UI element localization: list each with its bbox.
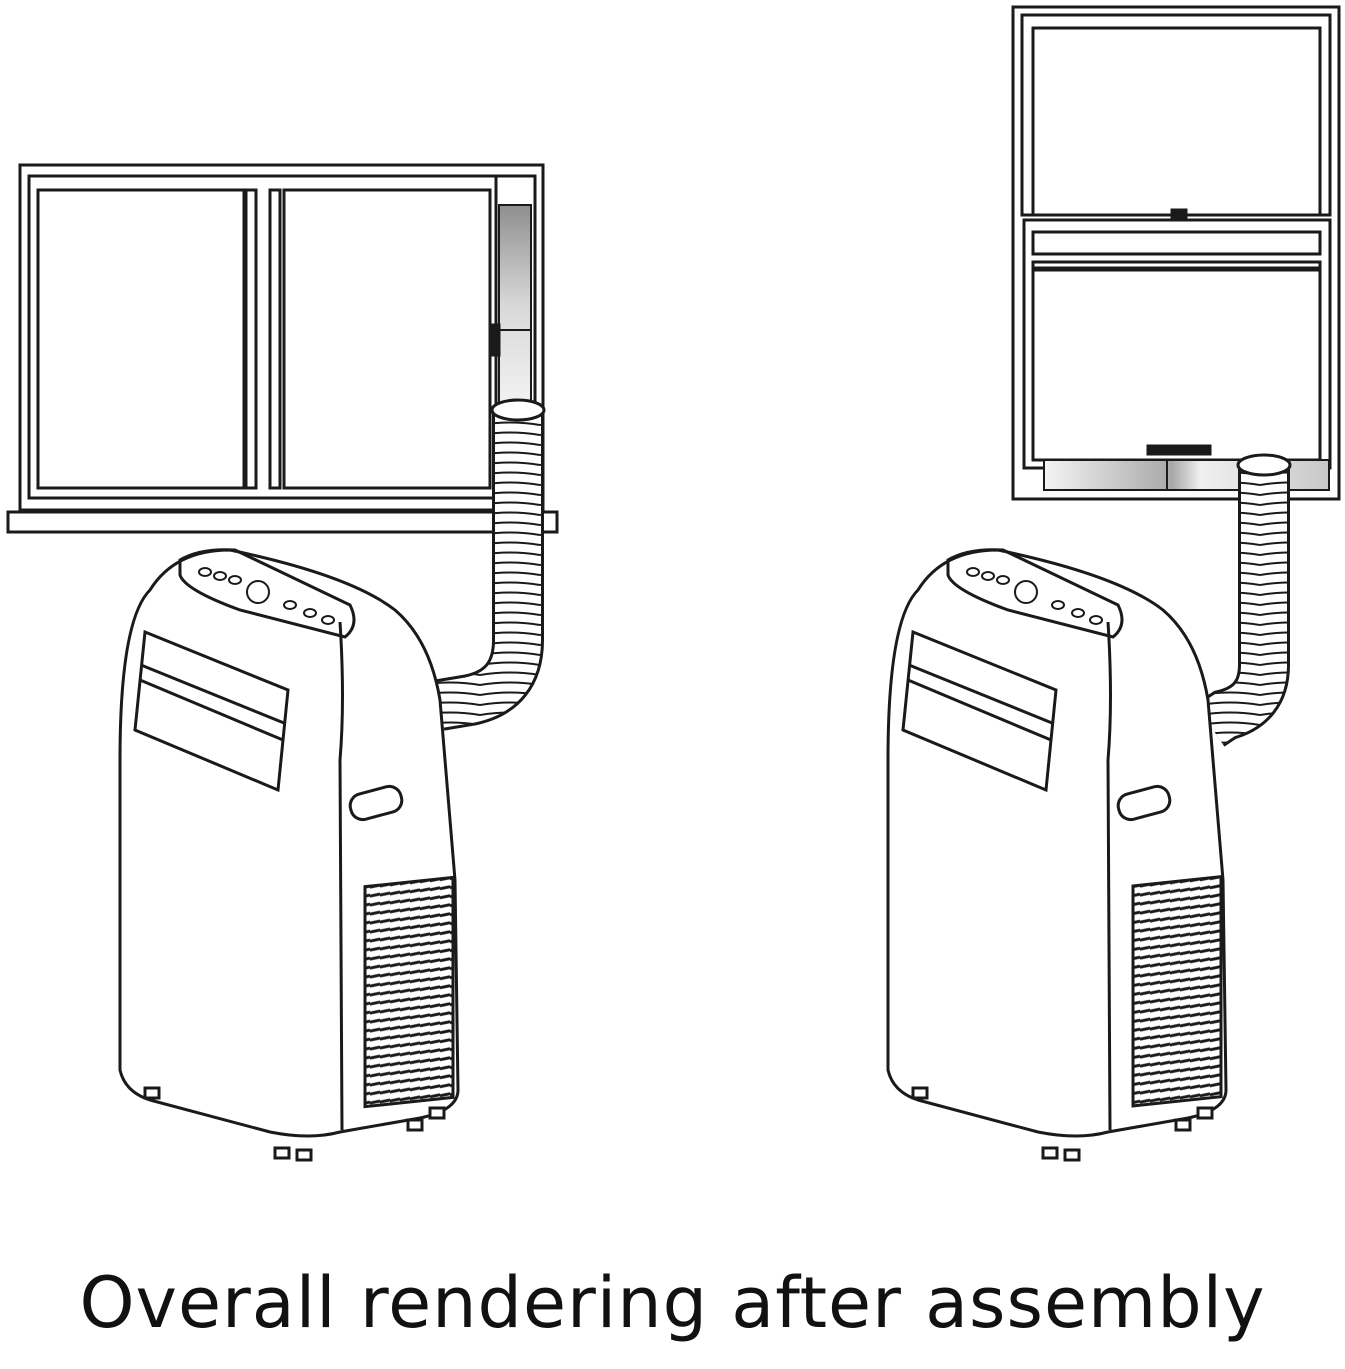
caption: Overall rendering after assembly	[79, 1262, 1266, 1344]
control-buttons	[966, 567, 1103, 625]
portable-ac-unit	[886, 548, 1228, 1162]
air-outlet	[133, 629, 290, 793]
window-sill	[6, 510, 559, 534]
sliding-window-scene	[6, 163, 559, 1162]
wheels	[143, 1086, 446, 1162]
sliding-window	[6, 163, 559, 534]
handle	[1116, 784, 1172, 822]
air-outlet	[901, 629, 1058, 793]
window-kit-panel	[498, 204, 532, 406]
rear-grill	[363, 875, 455, 1109]
rear-grill	[1131, 875, 1223, 1108]
wheels	[911, 1086, 1214, 1162]
double-hung-window	[1011, 5, 1341, 501]
control-buttons	[198, 567, 335, 625]
double-hung-window-scene	[886, 5, 1341, 1162]
control-panel	[178, 548, 356, 639]
portable-ac-unit	[118, 548, 460, 1162]
exhaust-hose	[1195, 453, 1292, 747]
control-panel	[946, 548, 1124, 639]
exhaust-hose	[435, 398, 546, 731]
handle	[348, 784, 404, 822]
